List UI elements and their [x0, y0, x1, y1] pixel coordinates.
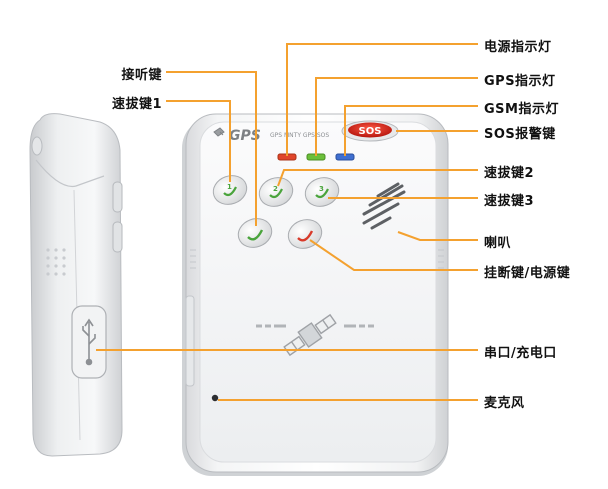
label-power-indicator: 电源指示灯: [484, 40, 552, 55]
hangup-phone-icon: [297, 230, 314, 242]
label-serial-charge-port: 串口/充电口: [484, 346, 557, 361]
device-side-view: [29, 113, 123, 457]
logo-text: GPS: [229, 128, 261, 144]
label-gps-indicator: GPS指示灯: [484, 74, 556, 89]
label-hangup-power-key: 挂断键/电源键: [484, 266, 571, 281]
svg-text:3: 3: [319, 185, 324, 193]
label-speaker: 喇叭: [484, 236, 512, 251]
answer-key[interactable]: [234, 214, 276, 252]
microphone-hole-icon: [211, 394, 219, 402]
label-speed-dial-2: 速拔键2: [484, 166, 535, 181]
side-button-upper-icon: [112, 181, 123, 213]
speaker-grille-icon: [362, 182, 406, 230]
phone-icon: [269, 188, 283, 199]
label-speed-dial-3: 速拔键3: [484, 194, 535, 209]
sos-button[interactable]: SOS: [341, 120, 399, 142]
label-answer-key: 接听键: [121, 68, 162, 83]
leader-lines: [96, 43, 478, 401]
speed-dial-1-key[interactable]: 1: [209, 171, 251, 209]
phone-icon: [223, 186, 237, 197]
gps-logo: GPS: [213, 127, 261, 144]
label-sos-alarm-key: SOS报警键: [484, 127, 556, 142]
side-knob-icon: [31, 136, 43, 156]
svg-text:2: 2: [273, 185, 278, 193]
satellite-logo-icon: [213, 127, 225, 137]
answer-phone-icon: [247, 229, 264, 241]
side-grille-icon: [46, 248, 66, 276]
sos-button-label: SOS: [359, 126, 382, 137]
label-gsm-indicator: GSM指示灯: [484, 102, 559, 117]
label-microphone: 麦克风: [484, 396, 525, 411]
device-front-view: GPS GPS MNTY GPS SOS SOS 1 2 3: [182, 113, 449, 476]
phone-icon: [315, 188, 329, 199]
speed-dial-3-key[interactable]: 3: [301, 173, 343, 211]
speed-dial-2-key[interactable]: 2: [255, 173, 297, 211]
usb-icon: [82, 318, 96, 366]
label-speed-dial-1: 速拔键1: [111, 97, 162, 112]
indicator-strip-text: GPS MNTY GPS SOS: [270, 132, 329, 139]
side-button-lower-icon: [112, 221, 123, 253]
svg-text:1: 1: [227, 183, 232, 191]
